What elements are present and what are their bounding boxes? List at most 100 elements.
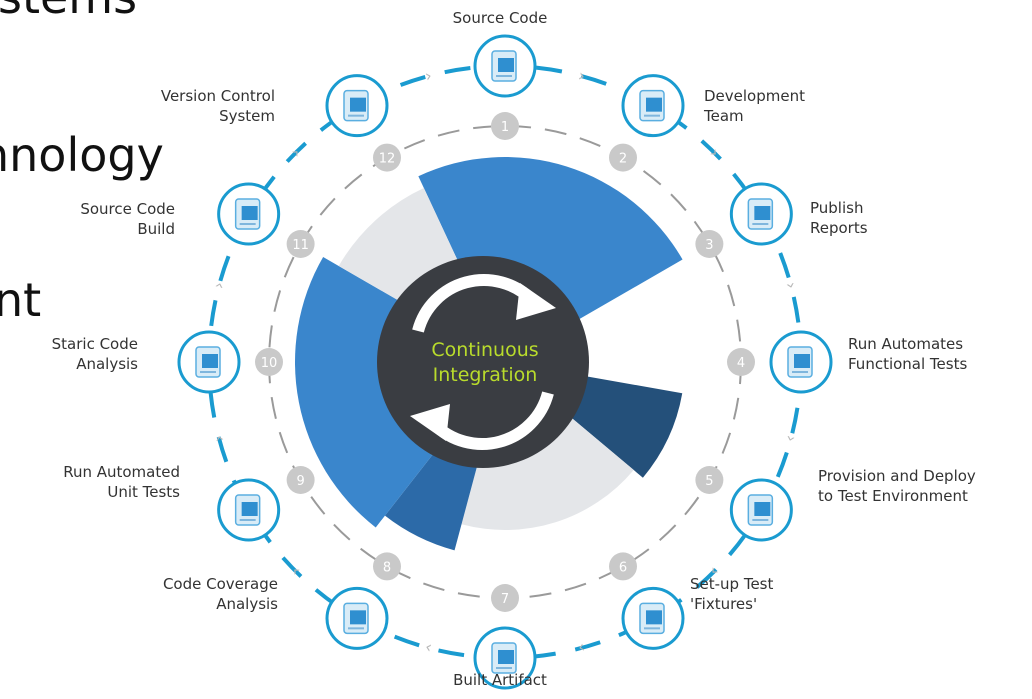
step-label-7: Built Artifact [420,670,580,690]
step-label-5-line-1: Run Automated [63,463,180,481]
ring-chevron-icon: › [576,638,587,658]
ring-chevron-icon: › [781,280,801,291]
step-label-1-line-1: Source Code [452,9,548,27]
step-badge-number: 6 [619,560,627,575]
step-label-9-line-2: to Test Environment [818,487,968,505]
cycle-arrow-top [412,274,537,333]
slide-text-line-1: stems [0,0,137,20]
step-node [769,330,833,394]
ring-chevron-icon: › [576,66,587,86]
step-label-5-line-2: Unit Tests [107,483,180,501]
step-label-8: Set-up Test 'Fixtures' [690,574,850,614]
step-badge-number: 7 [501,592,509,607]
slide-text-line-3: nt [0,273,42,327]
step-label-8-line-1: Set-up Test [690,575,774,593]
step-badge [286,466,315,494]
ring-chevron-icon: › [209,280,229,291]
step-label-10-line-1: Run Automates [848,335,964,353]
step-label-6: Code Coverage Analysis [90,574,278,614]
step-badge-number: 10 [261,356,278,371]
step-badge [695,466,724,494]
step-node [621,586,685,650]
step-label-9-line-1: Provision and Deploy [818,467,976,485]
hub-title-line-2: Integration [433,364,538,386]
step-node [325,586,389,650]
user-monitor-icon [343,89,369,122]
step-label-3: Source Code Build [20,199,175,239]
step-label-2-line-1: Version Control [160,87,275,105]
step-label-6-line-1: Code Coverage [162,575,278,593]
step-badge-number: 2 [619,152,627,167]
step-badge-number: 11 [292,238,309,253]
magnifier-icon [747,494,774,526]
step-label-5: Run Automated Unit Tests [0,462,180,502]
ring-arrows: ›››››››››››› [209,66,802,659]
slide-text-line-2: nnology [0,128,164,182]
step-node [217,182,281,246]
step-node [473,34,537,98]
step-label-11-line-1: Publish [810,199,864,217]
cycle-arrowhead-top [516,283,556,320]
step-node [621,74,685,138]
monitor-server-icon [234,494,261,526]
step-label-2-line-2: System [219,107,275,125]
step-label-12: Development Team [704,86,854,126]
step-label-10-line-2: Functional Tests [848,355,968,373]
window-arrow-icon [195,346,221,378]
step-label-3-line-2: Build [137,220,175,238]
ring-chevron-icon: › [209,433,229,444]
gear-document-icon [343,602,369,635]
step-label-6-line-2: Analysis [216,595,278,613]
step-label-4: Staric Code Analysis [0,334,138,374]
step-badge-number: 12 [379,152,396,167]
step-label-9: Provision and Deploy to Test Environment [818,466,1032,506]
step-label-2: Version Control System [110,86,275,126]
step-badge [727,348,755,376]
center-hub: Continuous Integration [377,256,589,468]
step-badge [609,143,637,172]
ring-chevron-icon: › [781,433,801,444]
step-label-7-line-1: Built Artifact [453,671,547,689]
step-node [729,478,793,542]
cycle-arrowhead-bottom [410,404,450,441]
step-label-4-line-1: Staric Code [51,335,138,353]
step-badge [255,348,283,376]
ring-chevron-icon: › [423,638,434,658]
hierarchy-icon [491,642,517,674]
step-node [473,626,537,690]
step-label-10: Run Automates Functional Tests [848,334,1028,374]
build-icon [747,198,774,230]
server-icon [639,89,665,122]
step-badge [286,230,315,258]
step-badge [491,584,519,612]
step-label-12-line-2: Team [704,107,744,125]
step-nodes [177,34,833,690]
step-badge-number: 1 [501,120,509,135]
step-label-11: Publish Reports [810,198,950,238]
step-badge [695,230,724,258]
step-label-11-line-2: Reports [810,219,868,237]
step-badge-number: 5 [705,474,713,489]
step-badge-number: 3 [705,238,713,253]
step-label-4-line-2: Analysis [76,355,138,373]
magnifier-icon [787,346,813,378]
step-badge-number: 4 [737,356,745,371]
hub-circle [377,256,589,468]
folder-icon [234,198,261,230]
step-node [177,330,241,394]
step-badge [373,143,401,172]
magnifier-icon [639,602,665,635]
step-node [325,74,389,138]
step-node [217,478,281,542]
step-badge-number: 8 [383,560,391,575]
hub-title-line-1: Continuous [431,339,538,361]
cycle-arrow-bottom [429,391,554,450]
step-badge [373,552,401,581]
step-label-1: Source Code [420,8,580,28]
ring-chevron-icon: › [423,66,434,86]
step-badge-number: 9 [296,474,304,489]
step-badge [609,552,637,581]
step-badge [491,112,519,140]
